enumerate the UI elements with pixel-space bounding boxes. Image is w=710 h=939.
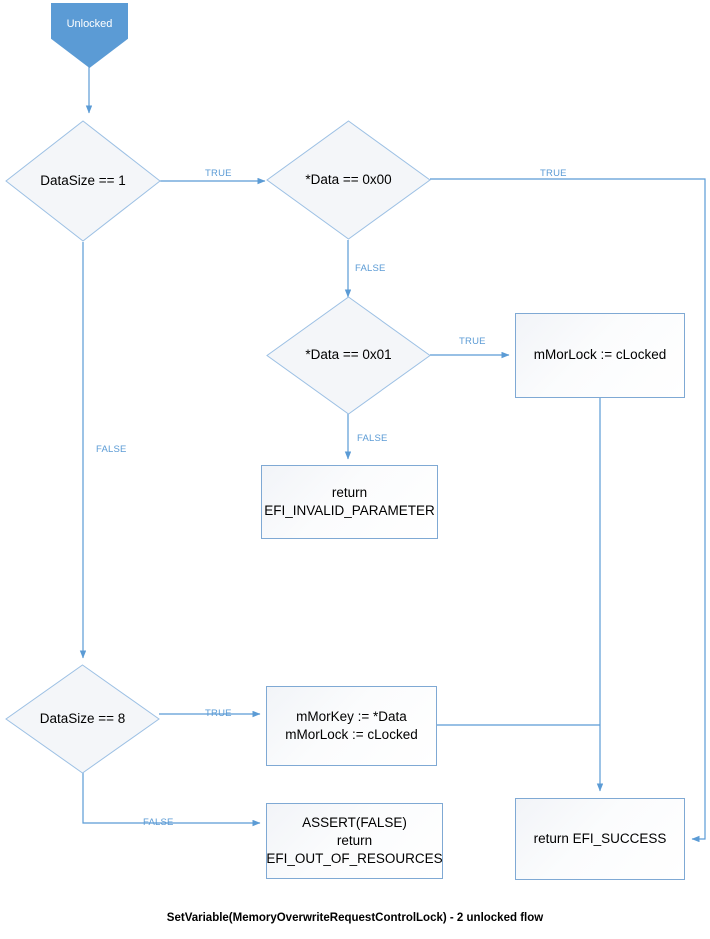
node-decision-data-eq-0x01-label: *Data == 0x01 bbox=[305, 347, 392, 363]
node-process-set-mmorkey-and-lock-label: mMorKey := *Data mMorLock := cLocked bbox=[285, 708, 418, 742]
node-start-unlocked[interactable]: Unlocked bbox=[51, 3, 128, 68]
edge-label-data01-false: FALSE bbox=[357, 433, 388, 444]
diamond-shape bbox=[5, 120, 161, 242]
node-process-set-mmorlock-clocked[interactable]: mMorLock := cLocked bbox=[515, 313, 685, 398]
node-decision-datasize-1-label: DataSize == 1 bbox=[40, 172, 126, 188]
node-process-return-invalid-parameter-label: return EFI_INVALID_PARAMETER bbox=[264, 484, 435, 518]
edge-datasize8-false bbox=[82, 772, 261, 827]
node-process-set-mmorkey-and-lock[interactable]: mMorKey := *Data mMorLock := cLocked bbox=[266, 686, 437, 766]
node-decision-data-eq-0x01[interactable]: *Data == 0x01 bbox=[266, 296, 431, 415]
node-start-label: Unlocked bbox=[66, 18, 113, 30]
edge-label-datasize8-true: TRUE bbox=[205, 708, 232, 719]
node-process-return-invalid-parameter[interactable]: return EFI_INVALID_PARAMETER bbox=[261, 465, 438, 539]
edge-label-data01-true: TRUE bbox=[459, 336, 486, 347]
node-process-set-mmorlock-clocked-label: mMorLock := cLocked bbox=[533, 347, 667, 363]
node-process-return-efi-success[interactable]: return EFI_SUCCESS bbox=[515, 798, 685, 880]
diamond-shape bbox=[266, 120, 431, 240]
edge-label-datasize1-false: FALSE bbox=[96, 444, 127, 455]
edge-label-datasize1-true: TRUE bbox=[205, 168, 232, 179]
diagram-caption: SetVariable(MemoryOverwriteRequestContro… bbox=[166, 912, 544, 924]
edge-data00-true bbox=[430, 178, 706, 843]
edge-label-data00-true: TRUE bbox=[540, 168, 567, 179]
node-decision-datasize-1[interactable]: DataSize == 1 bbox=[5, 120, 161, 242]
node-decision-data-eq-0x00-label: *Data == 0x00 bbox=[305, 171, 392, 187]
node-decision-datasize-8-label: DataSize == 8 bbox=[39, 710, 126, 726]
node-process-assert-false-out-of-resources-label: ASSERT(FALSE) return EFI_OUT_OF_RESOURCE… bbox=[266, 814, 443, 867]
diamond-shape bbox=[266, 296, 431, 415]
edge-label-datasize8-false: FALSE bbox=[143, 817, 174, 828]
node-process-assert-false-out-of-resources[interactable]: ASSERT(FALSE) return EFI_OUT_OF_RESOURCE… bbox=[266, 803, 443, 879]
edge-label-data00-false: FALSE bbox=[355, 263, 386, 274]
diamond-shape bbox=[5, 664, 160, 774]
node-decision-datasize-8[interactable]: DataSize == 8 bbox=[5, 664, 160, 774]
node-process-return-efi-success-label: return EFI_SUCCESS bbox=[533, 830, 667, 846]
node-decision-data-eq-0x00[interactable]: *Data == 0x00 bbox=[266, 120, 431, 240]
